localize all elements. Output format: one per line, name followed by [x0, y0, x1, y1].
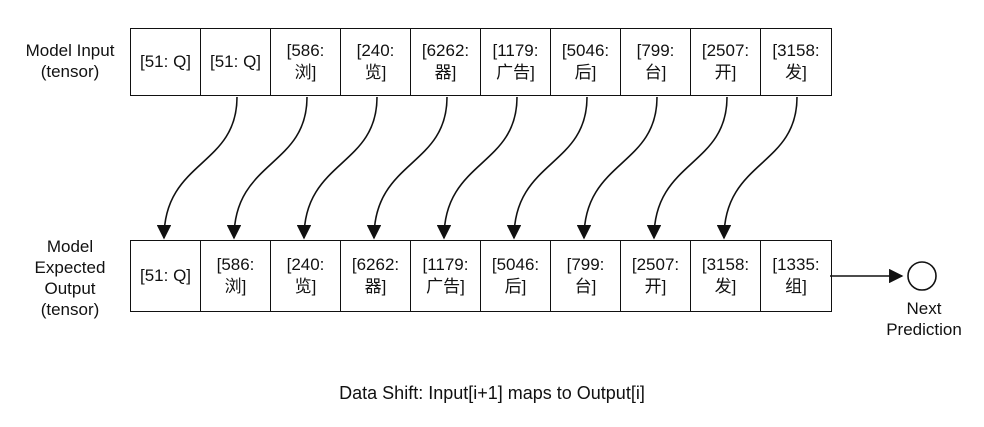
input-row-label: Model Input (tensor) — [10, 40, 130, 82]
input-cell-text: [5046: — [561, 41, 610, 60]
output-label-line-4: (tensor) — [40, 300, 100, 319]
output-label-line-1: Model — [46, 237, 94, 256]
output-cell-text: [51: Q] — [139, 266, 192, 285]
output-cell-text: 台] — [574, 277, 597, 296]
input-cell-text: 浏] — [294, 63, 317, 82]
output-cell: [1335: 组] — [761, 241, 831, 311]
shift-arrow — [436, 96, 518, 240]
output-cell-text: 组] — [785, 277, 807, 296]
output-cell: [1179: 广告] — [411, 241, 481, 311]
output-cell-text: 广告] — [426, 277, 465, 296]
output-cell: [586: 浏] — [201, 241, 271, 311]
input-cell-text: 台] — [644, 63, 667, 82]
input-cell: [51: Q] — [201, 29, 271, 95]
shift-arrow — [156, 96, 238, 240]
shift-arrow — [366, 96, 448, 240]
output-cell-text: 浏] — [224, 277, 247, 296]
output-row-label: Model Expected Output (tensor) — [20, 236, 120, 320]
input-cell-text: 广告] — [496, 63, 535, 82]
input-label-line-1: Model Input — [25, 41, 115, 60]
output-cell: [5046: 后] — [481, 241, 551, 311]
output-cell-text: 发] — [714, 277, 737, 296]
input-cell-text: 览] — [364, 63, 387, 82]
output-cell: [240: 览] — [271, 241, 341, 311]
input-cell: [240: 览] — [341, 29, 411, 95]
output-cell-text: [1335: — [772, 255, 820, 274]
output-cell-text: [5046: — [491, 255, 540, 274]
shift-arrow — [226, 96, 308, 240]
output-cell-text: [1179: — [422, 255, 469, 274]
input-cell-text: [799: — [636, 41, 675, 60]
input-cell-text: [6262: — [421, 41, 470, 60]
next-prediction-node — [907, 261, 937, 291]
output-cell-text: [3158: — [701, 255, 750, 274]
input-cell: [586: 浏] — [271, 29, 341, 95]
input-cell-text: [51: Q] — [209, 52, 262, 71]
output-label-line-2: Expected — [34, 258, 106, 277]
input-cell-text: 后] — [574, 63, 597, 82]
input-label-line-2: (tensor) — [40, 62, 100, 81]
input-cell-text: [1179: — [492, 41, 539, 60]
input-cell-text: 开] — [714, 63, 737, 82]
input-cell: [3158: 发] — [761, 29, 831, 95]
output-cell: [6262: 器] — [341, 241, 411, 311]
output-tensor-row: [51: Q] [586: 浏] [240: 览] [6262: 器] [1179: 广告] [5… — [130, 240, 832, 312]
output-cell-text: 器] — [364, 277, 387, 296]
output-cell: [3158: 发] — [691, 241, 761, 311]
output-cell-text: [6262: — [351, 255, 400, 274]
input-cell-text: [3158: — [772, 41, 820, 60]
shift-arrow — [716, 96, 798, 240]
caption: Data Shift: Input[i+1] maps to Output[i] — [339, 383, 645, 403]
output-label-line-3: Output — [44, 279, 96, 298]
next-label-line-1: Next — [906, 299, 942, 318]
shift-arrow — [506, 96, 588, 240]
input-cell-text: [586: — [286, 41, 325, 60]
next-label-line-2: Prediction — [886, 320, 962, 339]
next-prediction-label: Next Prediction — [876, 298, 972, 340]
output-cell-text: [586: — [216, 255, 255, 274]
input-cell-text: 发] — [785, 63, 807, 82]
input-cell-text: [51: Q] — [139, 52, 192, 71]
input-cell-text: [240: — [356, 41, 395, 60]
output-cell-text: 后] — [504, 277, 527, 296]
input-cell: [51: Q] — [131, 29, 201, 95]
output-cell-text: [240: — [286, 255, 325, 274]
shift-arrow — [646, 96, 728, 240]
shift-arrow — [576, 96, 658, 240]
output-cell-text: [799: — [566, 255, 605, 274]
input-cell: [5046: 后] — [551, 29, 621, 95]
input-cell-text: 器] — [434, 63, 457, 82]
input-cell: [1179: 广告] — [481, 29, 551, 95]
input-cell: [799: 台] — [621, 29, 691, 95]
output-cell: [799: 台] — [551, 241, 621, 311]
output-cell-text: [2507: — [631, 255, 680, 274]
input-cell: [6262: 器] — [411, 29, 481, 95]
output-cell-text: 览] — [294, 277, 317, 296]
output-cell-text: 开] — [644, 277, 667, 296]
output-cell: [51: Q] — [131, 241, 201, 311]
input-tensor-row: [51: Q] [51: Q] [586: 浏] [240: 览] [6262: 器] [117… — [130, 28, 832, 96]
output-cell: [2507: 开] — [621, 241, 691, 311]
shift-arrow — [296, 96, 378, 240]
input-cell-text: [2507: — [701, 41, 750, 60]
input-cell: [2507: 开] — [691, 29, 761, 95]
